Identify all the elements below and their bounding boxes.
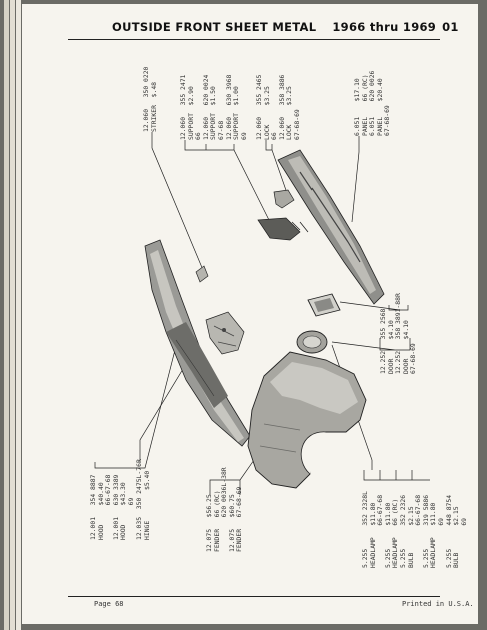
door-bezel-part bbox=[307, 293, 341, 317]
striker-part bbox=[195, 265, 209, 283]
fender-part-label: 12.075 $56.25 FENDER 66 (RC) 620 0036L-3… bbox=[205, 467, 244, 552]
lock-part-label: 12.060 355 2465 LOCK $3.25 66 12.060 358… bbox=[255, 74, 301, 140]
footer-rule bbox=[68, 596, 440, 597]
page-stack-edge bbox=[10, 0, 15, 630]
catalog-page bbox=[22, 4, 478, 624]
grille-panel-part bbox=[277, 149, 385, 305]
fender-part bbox=[247, 351, 367, 489]
header-rule bbox=[68, 39, 440, 40]
leader-lines bbox=[94, 132, 430, 495]
page-number: Page 68 bbox=[94, 600, 124, 608]
section-title: OUTSIDE FRONT SHEET METAL bbox=[112, 20, 317, 34]
page-header: OUTSIDE FRONT SHEET METAL 1966 thru 1969 0… bbox=[112, 20, 459, 34]
headlamp-part-label: 5.255 352 2328L HEADLAMP $11.80 66-67-68… bbox=[361, 491, 468, 568]
striker-part-label: 12.060 350 0220 STRIKER $.48 bbox=[142, 66, 158, 132]
page-stack-edge bbox=[4, 0, 9, 630]
hinge-part-label: 12.035 350 2475L-76R HINGE $5.40 bbox=[135, 459, 151, 540]
printed-notice: Printed in U.S.A. bbox=[402, 600, 474, 608]
section-number: 01 bbox=[442, 20, 459, 34]
support-lock-parts bbox=[257, 189, 309, 241]
page-stack-edge bbox=[16, 0, 21, 630]
support-part-label: 12.060 355 2471 SUPPORT $2.90 66 12.060 … bbox=[179, 74, 248, 140]
panel-part-label: 6.051 $17.10 PANEL 66 (RC) 6.051 620 002… bbox=[353, 70, 392, 136]
hinge-part bbox=[205, 311, 245, 355]
hood-part-label: 12.001 354 8887 HOOD $40.40 66-67-68 12.… bbox=[89, 474, 135, 540]
door-part-label: 12.252 355 2568 DOOR $4.10 12.252 358 38… bbox=[379, 293, 418, 374]
headlamp-part bbox=[296, 330, 328, 354]
hood-part bbox=[144, 239, 251, 447]
model-years: 1966 thru 1969 bbox=[332, 20, 437, 34]
